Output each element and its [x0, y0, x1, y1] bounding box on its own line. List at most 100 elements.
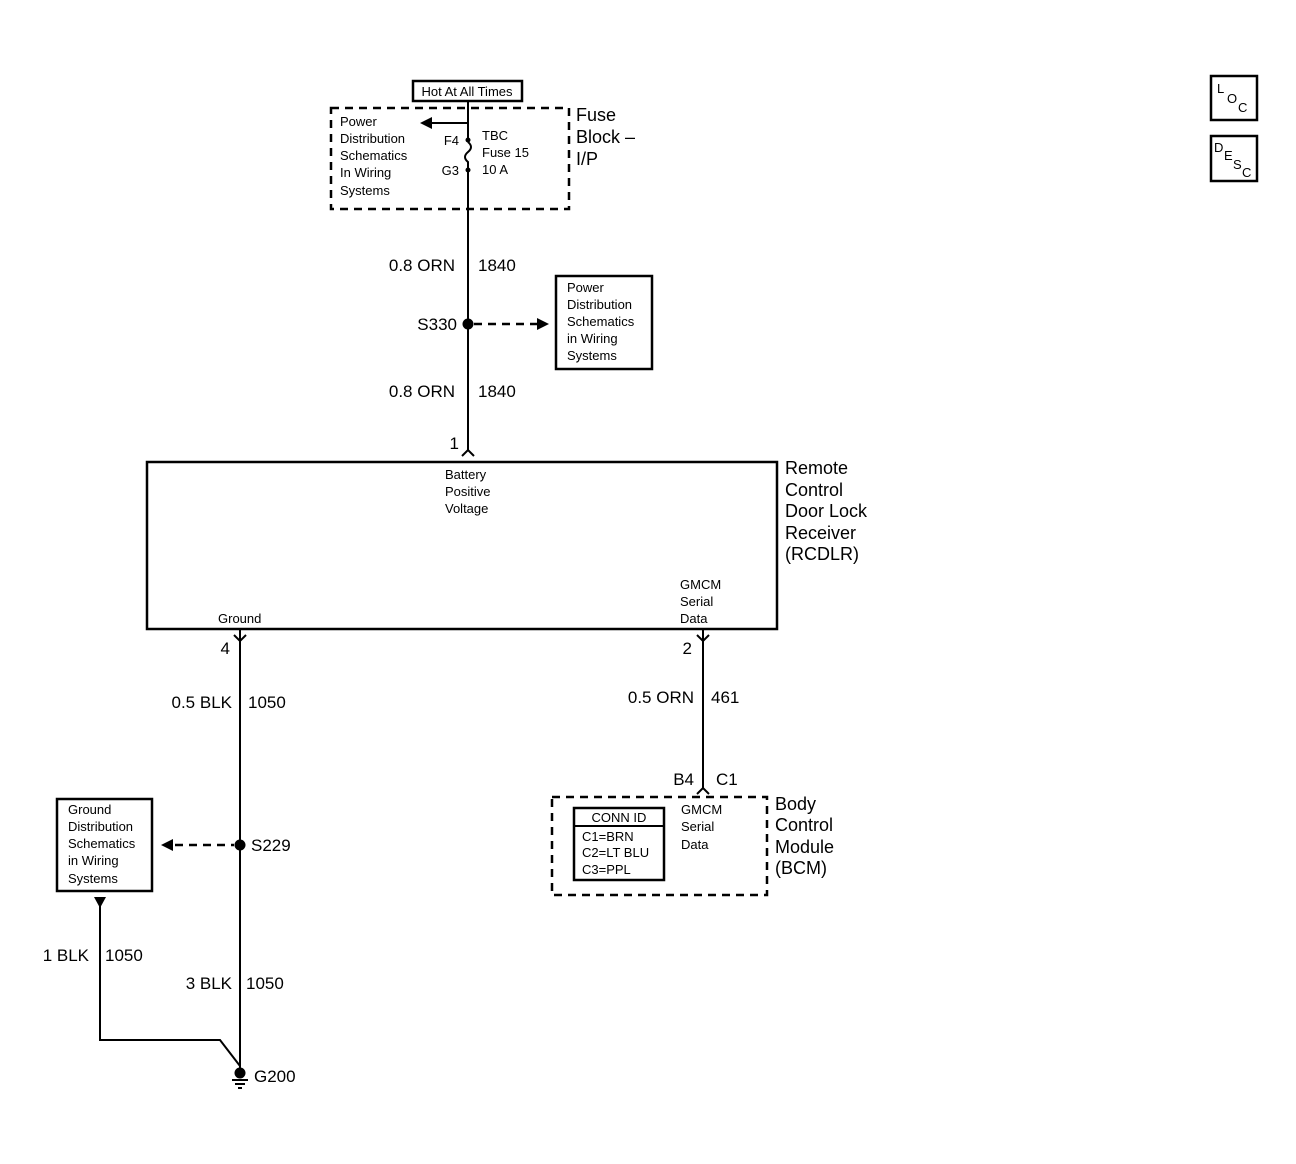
svg-text:Systems: Systems [340, 183, 390, 198]
svg-text:Data: Data [680, 611, 708, 626]
svg-text:Serial: Serial [680, 594, 713, 609]
fuse-symbol [464, 141, 472, 168]
desc-button[interactable]: D E S C [1209, 134, 1259, 183]
fuse-block-outline [329, 106, 571, 211]
svg-text:C: C [1242, 165, 1251, 180]
svg-text:C3=PPL: C3=PPL [582, 862, 631, 877]
svg-text:Module: Module [775, 837, 834, 857]
svg-text:in Wiring: in Wiring [68, 853, 119, 868]
svg-text:in Wiring: in Wiring [567, 331, 618, 346]
wire-ext-circuit: 1050 [105, 946, 143, 965]
svg-text:(RCDLR): (RCDLR) [785, 544, 859, 564]
ground-g200-dot [234, 1067, 246, 1079]
splice-s229-dot [234, 839, 246, 851]
svg-text:Fuse 15: Fuse 15 [482, 145, 529, 160]
wire-mid-circuit: 1840 [478, 382, 516, 401]
svg-text:Distribution: Distribution [340, 131, 405, 146]
svg-text:Power: Power [340, 114, 378, 129]
svg-text:Battery: Battery [445, 467, 487, 482]
bcm-outline [550, 795, 769, 897]
svg-text:In Wiring: In Wiring [340, 165, 391, 180]
wire-data-circuit: 461 [711, 688, 739, 707]
wire-mid-gauge: 0.8 ORN [389, 382, 455, 401]
wire-gnd-gauge: 0.5 BLK [172, 693, 233, 712]
wire-gnd-circuit: 1050 [248, 693, 286, 712]
ground-g200-label: G200 [254, 1067, 296, 1086]
hot-at-all-times-label: Hot At All Times [421, 84, 513, 99]
svg-text:Systems: Systems [68, 871, 118, 886]
conn-id-header: CONN ID [592, 810, 647, 825]
rcdlr-pin1-label: Battery Positive Voltage [445, 467, 491, 516]
wire-data-gauge: 0.5 ORN [628, 688, 694, 707]
svg-text:Voltage: Voltage [445, 501, 488, 516]
svg-text:D: D [1214, 140, 1223, 155]
bcm-connector-label: C1 [716, 770, 738, 789]
svg-text:I/P: I/P [576, 149, 598, 169]
wire-1050-external [99, 905, 241, 1067]
splice-s229-label: S229 [251, 836, 291, 855]
svg-text:Systems: Systems [567, 348, 617, 363]
pdsw-arrow-head [420, 117, 432, 129]
svg-text:E: E [1224, 148, 1233, 163]
svg-text:Fuse: Fuse [576, 105, 616, 125]
splice-s330-label: S330 [417, 315, 457, 334]
svg-text:Ground: Ground [68, 802, 111, 817]
wire-top-gauge: 0.8 ORN [389, 256, 455, 275]
power-distribution-box[interactable] [554, 274, 654, 371]
fuse-pin-in-label: F4 [444, 133, 459, 148]
svg-text:Remote: Remote [785, 458, 848, 478]
ground-symbol [232, 1079, 248, 1089]
conn-id-rows: C1=BRN C2=LT BLU C3=PPL [582, 829, 649, 877]
svg-text:Block –: Block – [576, 127, 635, 147]
gdsw-connector-arrow [94, 897, 106, 908]
svg-text:C1=BRN: C1=BRN [582, 829, 634, 844]
svg-text:GMCM: GMCM [681, 802, 722, 817]
splice-s330-dot [462, 318, 474, 330]
wire-top-circuit: 1840 [478, 256, 516, 275]
pin1-connector-symbol [461, 448, 475, 457]
fuse-block-pdsw-label: Power Distribution Schematics In Wiring … [340, 114, 408, 198]
wire-ext-gauge: 1 BLK [43, 946, 90, 965]
rcdlr-pin2-number: 2 [683, 639, 692, 658]
conn-id-box [572, 806, 666, 882]
svg-text:Door Lock: Door Lock [785, 501, 868, 521]
svg-text:Distribution: Distribution [567, 297, 632, 312]
wire-g200-gauge: 3 BLK [186, 974, 233, 993]
svg-text:Control: Control [775, 815, 833, 835]
power-distribution-label: Power Distribution Schematics in Wiring … [567, 280, 635, 363]
svg-text:Data: Data [681, 837, 709, 852]
svg-text:(BCM): (BCM) [775, 858, 827, 878]
svg-text:Schematics: Schematics [567, 314, 635, 329]
svg-text:TBC: TBC [482, 128, 508, 143]
ground-distribution-box[interactable] [55, 797, 154, 893]
fuse-pin-f4-dot [465, 137, 471, 143]
loc-button[interactable]: L O C [1209, 74, 1259, 122]
svg-text:Serial: Serial [681, 819, 714, 834]
rcdlr-pin4-number: 4 [221, 639, 230, 658]
svg-text:C2=LT BLU: C2=LT BLU [582, 845, 649, 860]
rcdlr-box[interactable] [145, 460, 779, 631]
svg-text:Receiver: Receiver [785, 523, 856, 543]
svg-text:Control: Control [785, 480, 843, 500]
ground-distribution-label: Ground Distribution Schematics in Wiring… [68, 802, 136, 886]
svg-text:Schematics: Schematics [340, 148, 408, 163]
svg-text:C: C [1238, 100, 1247, 115]
s330-arrow-head [537, 318, 549, 330]
fuse-rating-label: TBC Fuse 15 10 A [482, 128, 529, 177]
rcdlr-title: Remote Control Door Lock Receiver (RCDLR… [785, 458, 868, 564]
svg-text:L: L [1217, 81, 1224, 96]
fuse-block-title: Fuse Block – I/P [576, 105, 635, 169]
bcm-pin-label: B4 [673, 770, 694, 789]
bcm-pin-connector-symbol [696, 786, 710, 795]
svg-text:GMCM: GMCM [680, 577, 721, 592]
rcdlr-pin2-label: GMCM Serial Data [680, 577, 721, 626]
svg-text:Positive: Positive [445, 484, 491, 499]
svg-text:10 A: 10 A [482, 162, 508, 177]
svg-text:Schematics: Schematics [68, 836, 136, 851]
rcdlr-pin1-number: 1 [450, 434, 459, 453]
rcdlr-pin4-label: Ground [218, 611, 261, 626]
svg-text:S: S [1233, 157, 1242, 172]
svg-text:Body: Body [775, 794, 816, 814]
wire-g200-circuit: 1050 [246, 974, 284, 993]
